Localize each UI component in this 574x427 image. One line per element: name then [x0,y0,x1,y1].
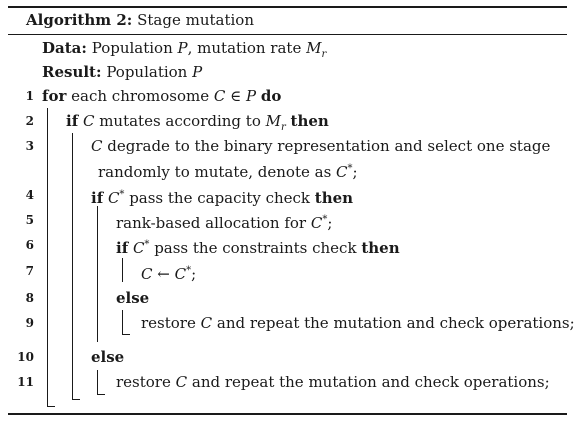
line-9: restore C and repeat the mutation and ch… [141,314,574,332]
line-8: else [116,289,149,307]
line-number: 6 [25,238,34,252]
data-var-m: M [306,39,322,57]
keyword-else: else [116,289,150,307]
result-var-p: P [192,63,203,81]
line-5-text: rank-based allocation for [116,214,311,232]
line-6: if C* pass the constraints check then [116,236,400,257]
line-2-text: mutates according to [94,112,266,130]
data-text-1: Population [91,39,173,57]
line-6-var: C [132,239,145,257]
line-1-var: C ∈ P [213,87,257,105]
result-label: Result: [42,63,102,81]
line-number: 9 [25,316,34,330]
line-11-text-2: and repeat the mutation and check operat… [187,373,550,391]
line-3-var: C [91,137,103,155]
line-7: C ← C*; [141,262,196,283]
line-7-var: C [141,265,153,283]
data-sub-r: r [321,49,327,60]
line-7-end: ; [191,265,197,283]
keyword-then: then [290,112,329,130]
line-11: restore C and repeat the mutation and ch… [116,373,550,391]
line-5-end: ; [327,214,333,232]
line-7-var-2: C [174,265,187,283]
line-2-var-m: M [265,112,281,130]
data-line: Data: Population P, mutation rate Mr [42,39,326,64]
algorithm-name: Stage mutation [137,11,254,29]
outer-else-block-rule [97,370,98,394]
if-block-rule [72,133,73,399]
keyword-else: else [91,348,125,366]
line-5-sup: * [322,214,328,225]
for-block-rule [47,108,48,406]
outer-else-block-end [97,394,105,395]
for-block-end [47,406,55,407]
capacity-block-rule [97,206,98,342]
line-2-var-c: C [82,112,95,130]
line-3-end: ; [352,163,358,181]
line-3-text-1: degrade to the binary representation and… [102,137,551,155]
line-number: 1 [25,89,34,103]
line-3b: randomly to mutate, denote as C*; [98,160,358,181]
data-text-2: , mutation rate [187,39,302,57]
if-block-end [72,399,80,400]
line-6-text: pass the constraints check [149,239,362,257]
line-5-var: C [310,214,323,232]
line-1-text: each chromosome [66,87,214,105]
line-3-sup: * [347,163,353,174]
keyword-for: for [42,87,67,105]
line-number: 8 [25,291,34,305]
keyword-if: if [116,239,129,257]
line-9-var: C [200,314,213,332]
else-block-end [122,334,130,335]
line-6-sup: * [144,239,150,250]
title-rule [8,34,567,35]
line-number: 10 [17,350,34,364]
keyword-do: do [260,87,282,105]
line-5: rank-based allocation for C*; [116,211,332,232]
line-number: 7 [25,264,34,278]
top-rule [8,6,567,8]
line-number: 3 [25,139,34,153]
data-label: Data: [42,39,87,57]
line-4-var: C [107,189,120,207]
line-2: if C mutates according to Mr then [66,112,329,137]
result-line: Result: Population P [42,63,202,81]
line-7-sup: * [186,265,192,276]
line-1: for each chromosome C ∈ P do [42,87,281,105]
line-7-arrow: ← [152,265,175,283]
line-4: if C* pass the capacity check then [91,186,353,207]
result-text: Population [106,63,188,81]
data-var-p: P [177,39,188,57]
line-3-var-2: C [336,163,348,181]
keyword-if: if [66,112,79,130]
keyword-then: then [314,189,354,207]
algorithm-title: Algorithm 2: Stage mutation [26,11,254,29]
line-2-sub: r [280,122,286,133]
line-11-text-1: restore [116,373,176,391]
line-3a: C degrade to the binary representation a… [91,137,550,155]
line-9-text-2: and repeat the mutation and check operat… [212,314,574,332]
else-block-rule [122,310,123,334]
algorithm-label: Algorithm 2: [26,11,133,29]
line-number: 4 [25,188,34,202]
line-number: 11 [17,375,34,389]
line-number: 2 [25,114,34,128]
bottom-rule [8,413,567,415]
keyword-then: then [361,239,400,257]
line-4-text: pass the capacity check [124,189,315,207]
keyword-if: if [91,189,104,207]
then-block-rule [122,258,123,282]
line-4-sup: * [119,189,125,200]
line-11-var: C [175,373,188,391]
line-10: else [91,348,124,366]
line-3-text-2: randomly to mutate, denote as [98,163,337,181]
line-9-text-1: restore [141,314,201,332]
line-number: 5 [25,213,34,227]
